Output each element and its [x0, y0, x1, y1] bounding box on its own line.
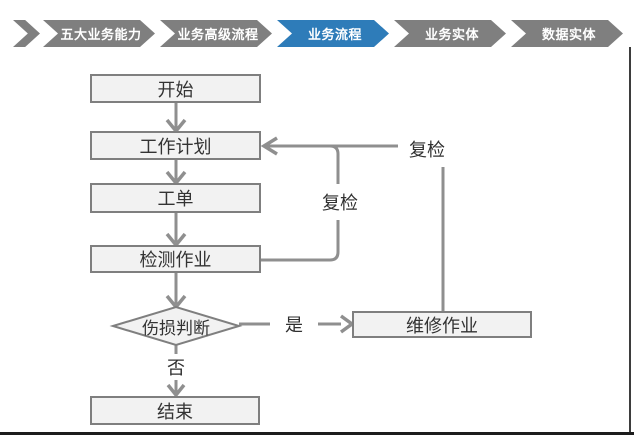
- node-damage-decision: 伤损判断: [142, 318, 210, 338]
- decision-diamond: [109, 305, 243, 347]
- node-end: 结束: [90, 396, 260, 425]
- edge-repair-plan-recheck: [266, 144, 445, 311]
- arrowhead-down-end: [166, 383, 186, 398]
- arrowhead-right-repair: [339, 314, 355, 334]
- breadcrumb-item-data-entity[interactable]: 数据实体: [511, 20, 623, 47]
- slide-right-border: [629, 47, 631, 432]
- edge-label-recheck-inner: 复检: [318, 184, 362, 220]
- arrowhead-left-plan: [260, 136, 278, 156]
- edge-label-yes: 是: [270, 311, 318, 337]
- slide-bottom-border: [0, 432, 634, 435]
- breadcrumb: 五大业务能力 业务高级流程 业务流程 业务实体 数据实体: [13, 20, 628, 47]
- edge-label-no: 否: [160, 354, 192, 380]
- breadcrumb-item-highlevel-process[interactable]: 业务高级流程: [160, 20, 272, 47]
- node-inspection-job: 检测作业: [90, 245, 261, 273]
- breadcrumb-item-business-process[interactable]: 业务流程: [277, 20, 389, 47]
- edge-label-recheck-outer: 复检: [398, 131, 456, 167]
- node-work-plan: 工作计划: [90, 131, 261, 160]
- node-work-order: 工单: [90, 183, 261, 213]
- node-start: 开始: [90, 74, 261, 103]
- breadcrumb-item-business-entity[interactable]: 业务实体: [394, 20, 506, 47]
- breadcrumb-item-capabilities[interactable]: 五大业务能力: [43, 20, 155, 47]
- node-repair-job: 维修作业: [352, 311, 532, 338]
